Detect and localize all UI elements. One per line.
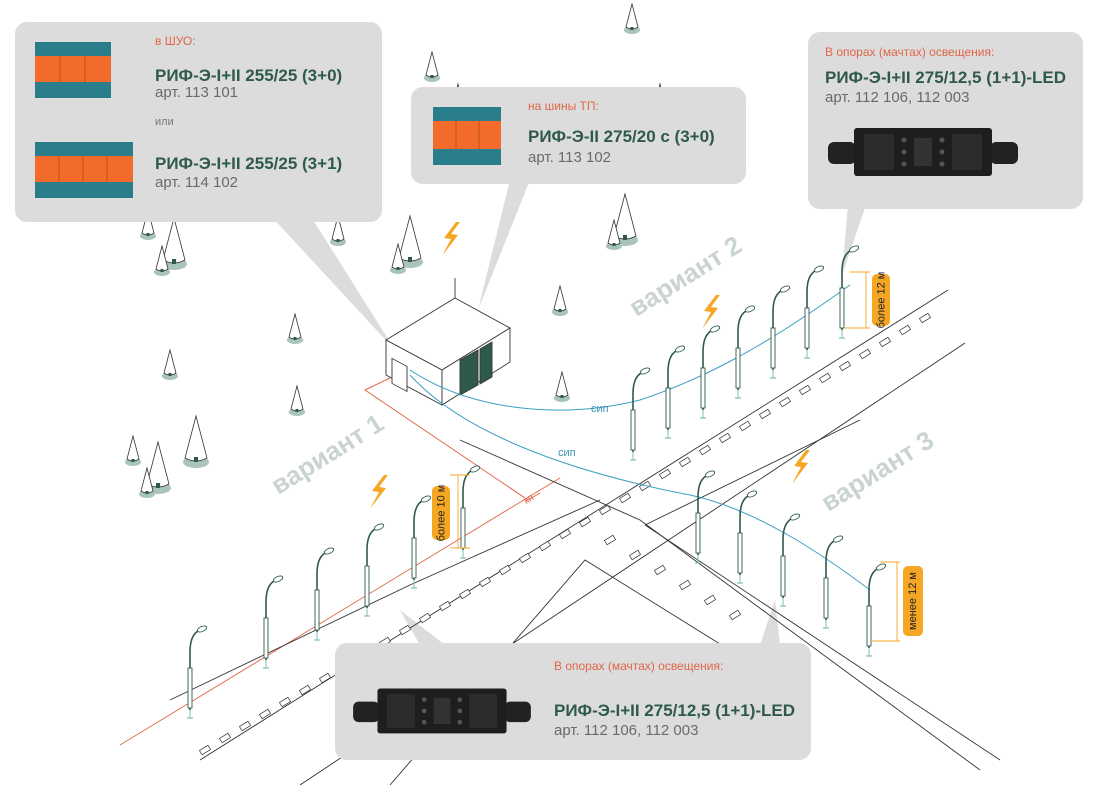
height-label-v1: более 10 м — [432, 484, 450, 542]
callout-tp: на шины ТП: РИФ-Э-II 275/20 с (3+0) арт.… — [411, 87, 746, 184]
callout-pointer — [478, 180, 530, 310]
callout-poles-top: В опорах (мачтах) освещения: РИФ-Э-I+II … — [808, 32, 1083, 209]
callout-pointer — [400, 610, 445, 645]
product-name: РИФ-Э-I+II 275/12,5 (1+1)-LED — [825, 68, 1067, 87]
lightning-bolt-icon — [370, 475, 388, 509]
callout-poles-bottom: В опорах (мачтах) освещения: РИФ-Э-I+II … — [335, 643, 811, 760]
separator-or: или — [155, 116, 174, 128]
height-label-text: более 10 м — [435, 484, 447, 542]
surge-protector-icon — [433, 107, 501, 165]
surge-protector-icon — [35, 42, 111, 98]
sip-cable-label: сип — [558, 447, 576, 459]
category-label: В опорах (мачтах) освещения: — [554, 659, 724, 673]
category-label: В опорах (мачтах) освещения: — [825, 45, 995, 59]
led-surge-box-icon — [828, 128, 1018, 176]
transformer-substation-icon — [385, 278, 511, 406]
callout-pointer — [760, 600, 780, 645]
category-label: в ШУО: — [155, 34, 196, 48]
article-number: арт. 114 102 — [155, 174, 239, 191]
height-label-text: менее 12 м — [907, 572, 919, 630]
product-name: РИФ-Э-I+II 255/25 (3+1) — [155, 154, 343, 173]
height-label-v2: более 12 м — [872, 271, 890, 329]
product-name: РИФ-Э-II 275/20 с (3+0) — [528, 127, 715, 146]
article-number: арт. 112 106, 112 003 — [825, 89, 970, 106]
height-label-v3: менее 12 м — [903, 566, 923, 636]
article-number: арт. 113 101 — [155, 84, 239, 101]
surge-protector-icon — [35, 142, 133, 198]
led-surge-box-icon — [353, 688, 531, 734]
lightning-bolt-icon — [442, 222, 460, 256]
height-label-text: более 12 м — [875, 271, 887, 329]
article-number: арт. 113 102 — [528, 149, 612, 166]
product-name: РИФ-Э-I+II 255/25 (3+0) — [155, 66, 343, 85]
callout-pointer — [842, 205, 866, 275]
height-dimensions — [450, 271, 900, 642]
product-name: РИФ-Э-I+II 275/12,5 (1+1)-LED — [554, 701, 796, 720]
lightning-bolt-icon — [792, 450, 810, 484]
lightning-bolt-icon — [702, 295, 720, 329]
article-number: арт. 112 106, 112 003 — [554, 722, 699, 739]
sip-cable-label: сип — [591, 403, 609, 415]
callout-shuo: в ШУО: РИФ-Э-I+II 255/25 (3+0) арт. 113 … — [15, 22, 382, 222]
callout-pointer — [270, 215, 395, 350]
category-label: на шины ТП: — [528, 99, 599, 113]
